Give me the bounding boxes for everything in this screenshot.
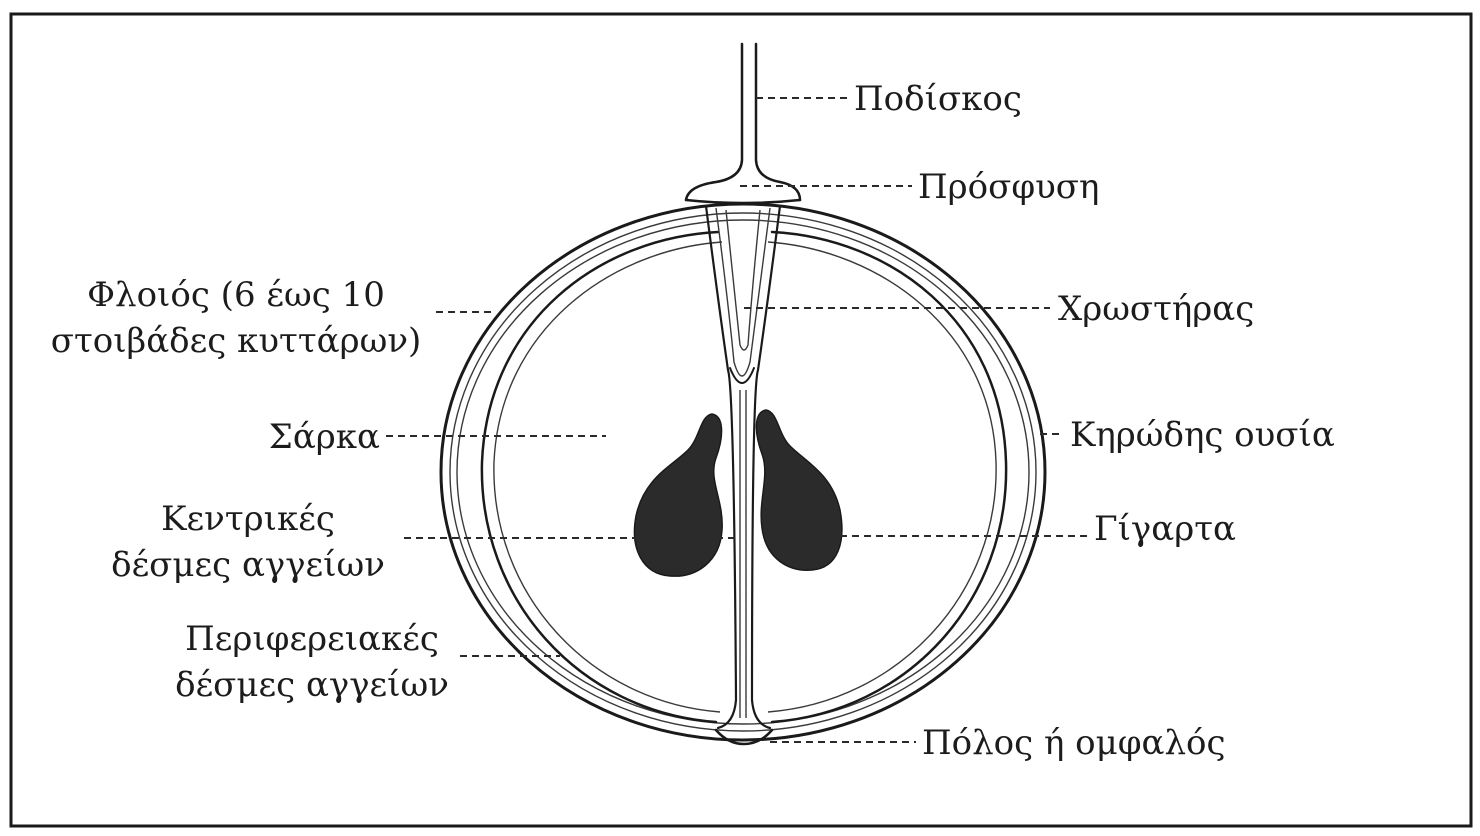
label-peripheral-bundles-line1: Περιφερειακές xyxy=(185,619,439,659)
label-wax: Κηρώδης ουσία xyxy=(1070,415,1335,455)
label-flesh: Σάρκα xyxy=(269,417,380,457)
label-skin-line2: στοιβάδες κυττάρων) xyxy=(51,321,422,361)
seed-left xyxy=(634,414,722,576)
brush-inner-1 xyxy=(716,208,770,376)
label-brush: Χρωστήρας xyxy=(1058,289,1254,329)
label-central-bundles-line1: Κεντρικές xyxy=(161,499,335,539)
label-central-bundles-line2: δέσμες αγγείων xyxy=(111,545,385,585)
berry-skin-layer-2 xyxy=(450,213,1036,731)
label-pole: Πόλος ή ομφαλός xyxy=(922,723,1226,763)
label-seeds: Γίγαρτα xyxy=(1094,509,1236,549)
berry-outer-skin xyxy=(441,204,1045,740)
pedicel-stem-right xyxy=(756,44,800,200)
seed-right xyxy=(756,410,841,570)
label-attachment: Πρόσφυση xyxy=(918,167,1099,207)
berry-illustration xyxy=(441,44,1045,744)
pedicel-stem xyxy=(686,44,742,200)
label-pedicel: Ποδίσκος xyxy=(854,79,1022,119)
berry-skin-layer-3 xyxy=(457,220,1029,724)
label-skin-line1: Φλοιός (6 έως 10 xyxy=(87,275,385,315)
berry-pole xyxy=(716,730,772,744)
label-peripheral-bundles-line2: δέσμες αγγείων xyxy=(175,665,449,705)
